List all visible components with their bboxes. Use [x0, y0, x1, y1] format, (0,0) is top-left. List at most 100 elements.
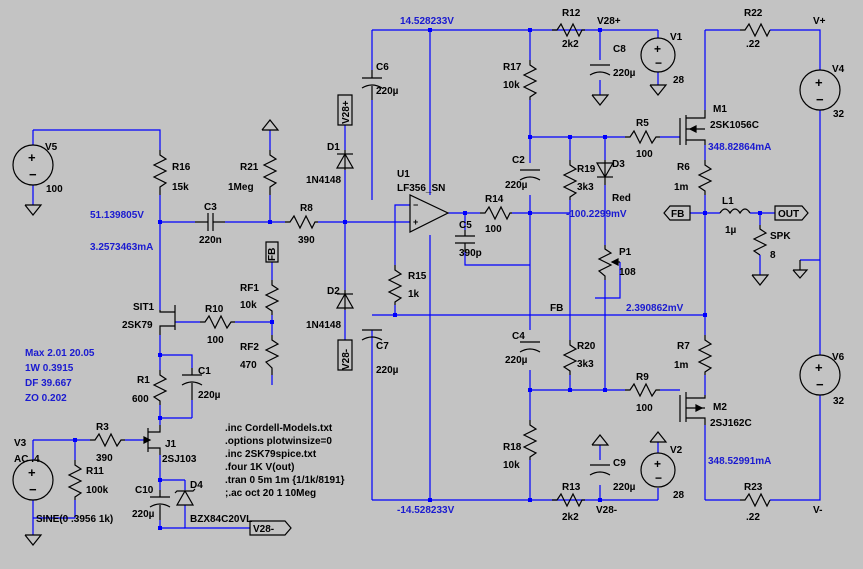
m2-name: M2	[713, 402, 727, 413]
r18-value: 10k	[503, 460, 520, 471]
v4-symbol	[799, 69, 841, 111]
r19-value: 3k3	[577, 182, 594, 193]
spk-name: SPK	[770, 231, 791, 242]
c3-name: C3	[204, 202, 217, 213]
r3-symbol	[90, 432, 125, 448]
net-flags: V28+ V28- FB V28- FB OUT	[249, 94, 809, 536]
v4-name: V4	[832, 64, 845, 75]
r9-symbol	[625, 382, 660, 398]
r19-symbol	[562, 160, 578, 200]
r10-name: R10	[205, 304, 224, 315]
r23-symbol	[740, 492, 771, 508]
svg-text:−: −	[29, 482, 37, 497]
flag-fb-out: FB	[671, 209, 684, 220]
r12-name: R12	[562, 8, 581, 19]
labels: 14.528233V -14.528233V 51.139805V 3.2573…	[14, 8, 845, 525]
r5-name: R5	[636, 118, 649, 129]
svg-text:+: +	[815, 360, 823, 375]
c1-name: C1	[198, 366, 211, 377]
flag-fb-left: FB	[267, 248, 278, 261]
svg-text:−: −	[29, 167, 37, 182]
v3-value: AC .4	[14, 454, 40, 465]
d2-name: D2	[327, 286, 340, 297]
r6-symbol	[697, 160, 713, 195]
flag-out: OUT	[778, 209, 799, 220]
r17-value: 10k	[503, 80, 520, 91]
r7-value: 1m	[674, 360, 689, 371]
r1-name: R1	[137, 375, 150, 386]
p1-symbol	[597, 245, 613, 280]
flag-fb-left-shape	[265, 241, 279, 263]
r8-value: 390	[298, 235, 315, 246]
stat-df: DF 39.667	[25, 378, 72, 389]
rf1-value: 10k	[240, 300, 257, 311]
r21-name: R21	[240, 162, 259, 173]
r16-value: 15k	[172, 182, 189, 193]
c4-value: 220µ	[505, 355, 528, 366]
m1-value: 2SK1056C	[710, 120, 759, 131]
active-devices: − +	[143, 110, 751, 455]
c8-name: C8	[613, 44, 626, 55]
r6-value: 1m	[674, 182, 689, 193]
c1-value: 220µ	[198, 390, 221, 401]
r11-symbol	[67, 460, 83, 500]
svg-text:−: −	[655, 471, 662, 485]
c5-name: C5	[459, 220, 472, 231]
r12-symbol	[552, 22, 585, 38]
v5-symbol	[12, 144, 54, 186]
r6-name: R6	[677, 162, 690, 173]
voltage-sources: + − + − + − + − + − + −	[12, 37, 841, 501]
r15-value: 1k	[408, 289, 420, 300]
r19-name: R19	[577, 164, 596, 175]
c3-value: 220n	[199, 235, 222, 246]
d1-name: D1	[327, 142, 340, 153]
sit1-name: SIT1	[133, 302, 155, 313]
v3-name: V3	[14, 438, 27, 449]
r17-name: R17	[503, 62, 522, 73]
r8-name: R8	[300, 203, 313, 214]
l1-value: 1µ	[725, 225, 737, 236]
spk-value: 8	[770, 250, 776, 261]
flag-v28m-bottom-shape	[249, 520, 292, 536]
r3-value: 390	[96, 453, 113, 464]
r21-value: 1Meg	[228, 182, 254, 193]
v1-value: 28	[673, 75, 685, 86]
v1-symbol	[640, 37, 676, 73]
l1-name: L1	[722, 196, 734, 207]
r10-value: 100	[207, 335, 224, 346]
r17-symbol	[522, 60, 538, 100]
u1-name: U1	[397, 169, 410, 180]
flag-out-shape	[774, 205, 809, 221]
flag-fb-out-shape	[663, 205, 691, 221]
flag-vminus: V-	[813, 505, 822, 516]
r9-value: 100	[636, 403, 653, 414]
v2-value: 28	[673, 490, 685, 501]
spk-symbol	[752, 225, 768, 256]
r18-name: R18	[503, 442, 522, 453]
node-fb: 2.390862mV	[626, 303, 684, 314]
r7-name: R7	[677, 341, 690, 352]
c6-value: 220µ	[376, 86, 399, 97]
wires	[32, 29, 821, 535]
r18-symbol	[522, 420, 538, 460]
rf2-name: RF2	[240, 342, 259, 353]
v1-name: V1	[670, 32, 683, 43]
r11-name: R11	[86, 466, 104, 477]
r8-symbol	[285, 214, 318, 230]
r23-name: R23	[744, 482, 763, 493]
directive-6: ;.ac oct 20 1 10Meg	[225, 488, 316, 499]
d3-name: D3	[612, 159, 625, 170]
node-fb-label: FB	[550, 303, 563, 314]
r13-symbol	[552, 492, 585, 508]
l1-symbol	[719, 208, 751, 215]
p1-name: P1	[619, 247, 632, 258]
r13-value: 2k2	[562, 512, 579, 523]
c10-name: C10	[135, 485, 154, 496]
c6-name: C6	[376, 62, 389, 73]
j1-value: 2SJ103	[162, 454, 197, 465]
c8-value: 220µ	[613, 68, 636, 79]
svg-text:−: −	[816, 377, 824, 392]
svg-text:+: +	[28, 465, 36, 480]
r20-symbol	[562, 340, 578, 375]
c4-name: C4	[512, 331, 525, 342]
